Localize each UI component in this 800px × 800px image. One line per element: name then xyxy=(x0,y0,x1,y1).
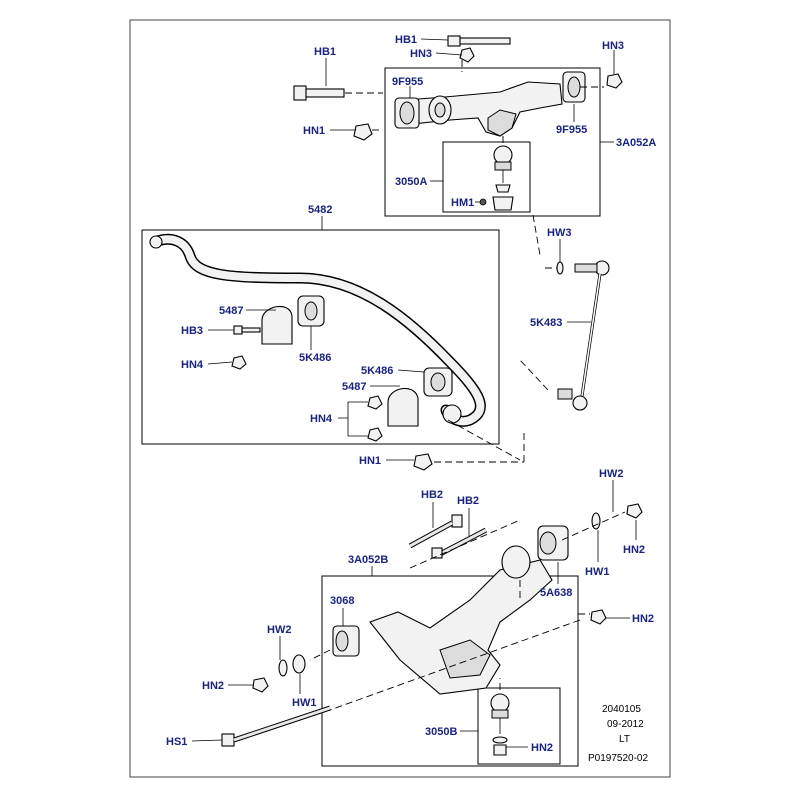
label-hm1: HM1 xyxy=(451,197,474,209)
hs1-bolt xyxy=(221,705,331,747)
label-5k486-a: 5K486 xyxy=(299,352,331,364)
label-hn3-top: HN3 xyxy=(410,48,432,60)
lower-arm-bushing-mid xyxy=(501,545,531,579)
label-5487-a: 5487 xyxy=(219,305,243,317)
hm1-nut xyxy=(479,198,487,206)
footer-lang: LT xyxy=(619,734,630,745)
label-hn2-left: HN2 xyxy=(202,680,224,692)
hn2-nut-right-top xyxy=(626,503,643,519)
diagram-frame xyxy=(129,19,671,778)
label-3050a: 3050A xyxy=(395,176,427,188)
footer-date: 09-2012 xyxy=(607,719,644,730)
label-9f955-right: 9F955 xyxy=(556,124,587,136)
label-hn3-right: HN3 xyxy=(602,40,624,52)
label-hw1-right: HW1 xyxy=(585,566,609,578)
footer-ref: P0197520-02 xyxy=(588,753,648,764)
hn4-nut-b2 xyxy=(367,427,383,442)
label-hb1-left: HB1 xyxy=(314,46,336,58)
lower-arm-bushing-front xyxy=(332,625,360,657)
upper-ball-joint xyxy=(492,145,514,211)
label-hn1-lower: HN1 xyxy=(359,455,381,467)
footer-code: 2040105 xyxy=(602,704,641,715)
label-hw2-right: HW2 xyxy=(599,468,623,480)
label-hw2-left: HW2 xyxy=(267,624,291,636)
stabilizer-clamp-a xyxy=(261,305,293,345)
hn2-nut-mid xyxy=(590,609,607,625)
label-hw3: HW3 xyxy=(547,227,571,239)
hb3-bolt xyxy=(233,325,261,335)
label-hb2-a: HB2 xyxy=(421,489,443,501)
label-3068: 3068 xyxy=(330,595,354,607)
label-3a052b: 3A052B xyxy=(348,554,388,566)
hn4-nut-b1 xyxy=(367,395,383,410)
hn1-nut-upper xyxy=(353,123,373,141)
hb1-bolt-top xyxy=(447,35,511,47)
upper-control-arm xyxy=(404,81,563,137)
stabilizer-bushing-a xyxy=(297,295,325,327)
label-5k486-b: 5K486 xyxy=(361,365,393,377)
label-5487-b: 5487 xyxy=(342,381,366,393)
hw2-washer-left xyxy=(292,654,306,674)
hw2-washer-right xyxy=(591,512,601,530)
hw3-washer xyxy=(556,261,564,275)
stabilizer-bar xyxy=(149,233,486,427)
label-9f955-left: 9F955 xyxy=(392,76,423,88)
label-hn4-a: HN4 xyxy=(181,359,204,371)
label-hn4-b: HN4 xyxy=(310,413,333,425)
hb2-bolt-b xyxy=(431,527,488,559)
lower-ball-joint xyxy=(490,693,510,756)
label-3050b: 3050B xyxy=(425,726,457,738)
label-hn1-upper: HN1 xyxy=(303,125,325,137)
hn1-nut-lower xyxy=(413,453,433,471)
label-5482: 5482 xyxy=(308,204,332,216)
hw1-washer-left xyxy=(278,659,288,677)
label-hb3: HB3 xyxy=(181,325,203,337)
label-5k483: 5K483 xyxy=(530,317,562,329)
lower-control-arm xyxy=(369,559,553,695)
stabilizer-clamp-b xyxy=(387,387,419,427)
lower-balljoint-box xyxy=(477,687,561,765)
hn4-nut-a xyxy=(231,355,247,370)
upper-arm-bushing-left xyxy=(394,97,420,129)
lower-arm-bushing-rear xyxy=(537,525,569,561)
label-hn2-right-top: HN2 xyxy=(623,544,645,556)
upper-balljoint-box xyxy=(442,141,531,213)
stabilizer-link xyxy=(557,260,610,411)
label-3a052a: 3A052A xyxy=(616,137,656,149)
hn3-nut-right xyxy=(606,73,623,89)
lower-arm-assembly-box xyxy=(321,575,579,767)
label-5a638: 5A638 xyxy=(540,587,572,599)
label-hb2-b: HB2 xyxy=(457,495,479,507)
label-hn2-mid: HN2 xyxy=(632,613,654,625)
hb1-bolt-left xyxy=(293,85,345,101)
stabilizer-bar-box xyxy=(141,229,500,445)
hn2-nut-left xyxy=(252,677,269,693)
label-hs1: HS1 xyxy=(166,736,187,748)
hn3-nut-top xyxy=(459,47,475,63)
hb2-bolt-a xyxy=(408,514,463,549)
upper-arm-bushing-front xyxy=(428,95,452,125)
stabilizer-bushing-b xyxy=(423,367,453,397)
label-hn2-bottom: HN2 xyxy=(531,742,553,754)
label-hw1-left: HW1 xyxy=(292,697,316,709)
label-hb1-top: HB1 xyxy=(395,34,417,46)
